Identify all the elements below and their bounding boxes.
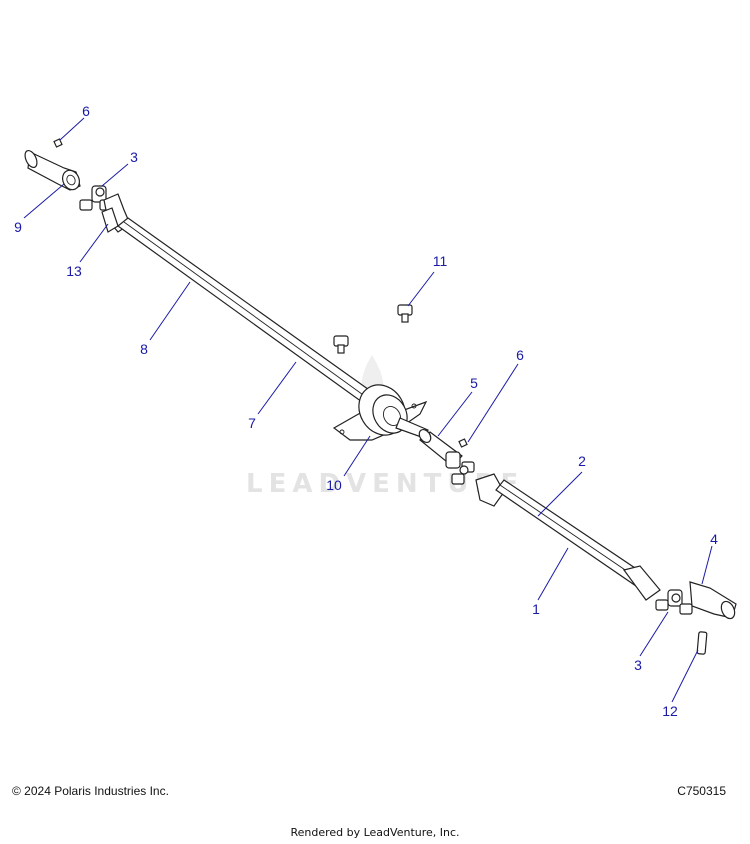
callouts: 6 3 9 13 8 11 7 10 5 6 2 1 4 3 12 [14,103,718,719]
callout-5[interactable]: 5 [470,375,478,391]
callout-8[interactable]: 8 [140,341,148,357]
part-coupler-9 [24,149,81,191]
callout-7[interactable]: 7 [248,415,256,431]
callout-3-top[interactable]: 3 [130,149,138,165]
part-ujoint-3-top [79,185,113,211]
part-bearing-10 [332,384,429,441]
callout-12[interactable]: 12 [662,703,678,719]
part-yoke-4 [689,581,737,620]
rendered-by-text: Rendered by LeadVenture, Inc. [290,826,460,839]
part-pin-12 [696,631,708,655]
callout-1[interactable]: 1 [532,601,540,617]
part-shaft-8 [117,217,373,403]
part-ujoint-middle [445,451,505,507]
callout-10[interactable]: 10 [326,477,342,493]
watermark-text: LEADVENTURE [246,469,524,499]
callout-4[interactable]: 4 [710,531,718,547]
copyright-text: © 2024 Polaris Industries Inc. [12,784,169,798]
leader-lines [23,117,713,703]
part-ujoint-3-bottom [655,589,693,615]
callout-3-bottom[interactable]: 3 [634,657,642,673]
callout-9[interactable]: 9 [14,219,22,235]
callout-13[interactable]: 13 [66,263,82,279]
callout-11[interactable]: 11 [433,253,448,269]
callout-2[interactable]: 2 [578,453,586,469]
part-shaft-2 [495,479,661,601]
part-bolt-11 [333,304,413,354]
part-fitting-6-mid [458,438,468,448]
part-fitting-6-top [53,138,63,148]
callout-6-top[interactable]: 6 [82,103,90,119]
diagram-id: C750315 [677,784,726,798]
callout-6-mid[interactable]: 6 [516,347,524,363]
